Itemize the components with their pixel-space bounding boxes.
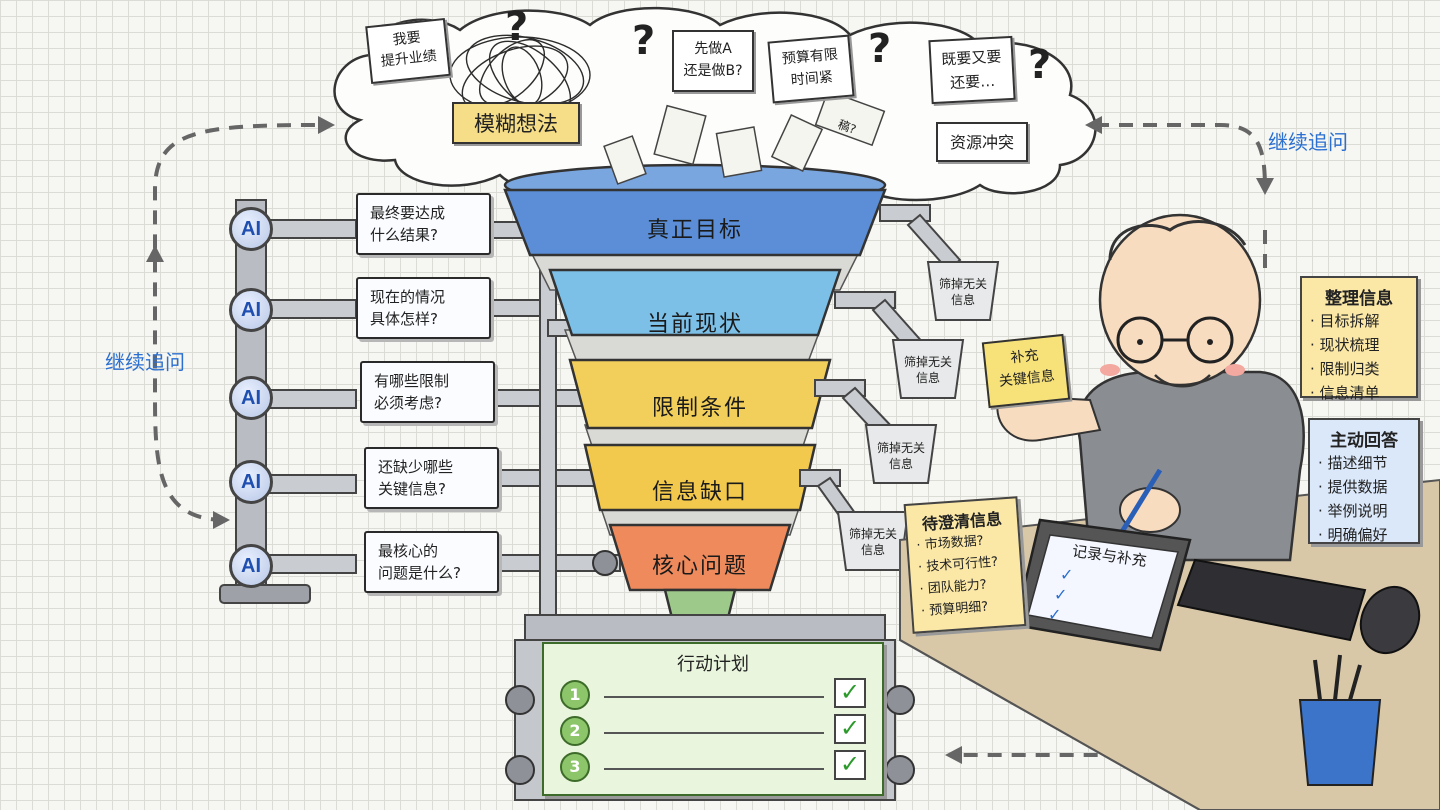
answer-item: · 描述细节	[1318, 454, 1388, 472]
ai-question-status: 现在的情况 具体怎样?	[356, 277, 491, 339]
organize-panel: 整理信息 · 目标拆解 · 现状梳理 · 限制归类 · 信息清单	[1300, 276, 1418, 402]
cloud-title: 模糊想法	[452, 102, 580, 144]
plan-number: 3	[560, 752, 590, 782]
organize-item: · 信息清单	[1310, 384, 1380, 402]
cloud-note-budget: 预算有限 时间紧	[767, 34, 855, 104]
answer-item: · 举例说明	[1318, 502, 1388, 520]
action-plan-item: 2 ✓	[560, 714, 866, 748]
loop-label-right: 继续追问	[1268, 130, 1348, 154]
pending-panel: 待澄清信息 · 市场数据? · 技术可行性? · 团队能力? · 预算明细?	[903, 496, 1027, 634]
plan-number: 2	[560, 716, 590, 746]
question-mark-icon: ?	[505, 4, 529, 50]
pen-cup	[1298, 654, 1382, 786]
plan-number: 1	[560, 680, 590, 710]
loop-arrowheads	[146, 116, 1274, 764]
question-mark-icon: ?	[1028, 42, 1052, 88]
bucket-label: 筛掉无关 信息	[903, 355, 952, 385]
ai-badge: AI	[229, 544, 273, 588]
mouse	[1359, 585, 1421, 655]
ai-badge: AI	[229, 460, 273, 504]
funnel-layer-status: 当前现状	[646, 312, 743, 337]
cloud-note-both: 既要又要 还要…	[928, 35, 1016, 105]
answer-item: · 提供数据	[1318, 478, 1388, 496]
ai-badge: AI	[229, 376, 273, 420]
organize-item: · 现状梳理	[1310, 336, 1380, 354]
cloud-note-conflict: 资源冲突	[936, 122, 1028, 162]
person	[996, 213, 1305, 562]
ai-badge: AI	[229, 288, 273, 332]
answer-item: · 明确偏好	[1318, 526, 1388, 544]
tablet	[1013, 518, 1192, 652]
check-icon: ✓	[834, 750, 866, 780]
check-icon: ✓	[1060, 565, 1074, 584]
funnel-layer-constraints: 限制条件	[651, 396, 748, 421]
question-mark-icon: ?	[868, 26, 892, 72]
cloud-note-a-or-b: 先做A 还是做B?	[672, 30, 754, 92]
check-icon: ✓	[834, 714, 866, 744]
action-plan-item: 3 ✓	[560, 750, 866, 784]
ai-badge: AI	[229, 207, 273, 251]
bucket-label: 筛掉无关 信息	[938, 277, 987, 307]
action-plan-card: 行动计划 1 ✓ 2 ✓ 3 ✓	[542, 642, 884, 796]
bucket-label: 筛掉无关 信息	[848, 527, 897, 557]
funnel	[503, 89, 887, 632]
plan-line	[604, 696, 824, 698]
check-icon: ✓	[1054, 585, 1068, 604]
discard-buckets	[836, 261, 1000, 571]
funnel-layer-goal: 真正目标	[646, 218, 743, 243]
ai-question-constraints: 有哪些限制 必须考虑?	[360, 361, 495, 423]
organize-item: · 目标拆解	[1310, 312, 1380, 330]
cloud-note-improve: 我要 提升业绩	[365, 17, 451, 85]
action-plan-item: 1 ✓	[560, 678, 866, 712]
check-icon: ✓	[1048, 605, 1062, 624]
answer-panel-title: 主动回答	[1330, 431, 1398, 451]
keyboard	[1176, 558, 1367, 642]
funnel-layer-core: 核心问题	[651, 554, 748, 579]
action-plan-title: 行动计划	[677, 654, 749, 675]
organize-panel-title: 整理信息	[1325, 289, 1393, 309]
ai-question-missing-info: 还缺少哪些 关键信息?	[364, 447, 499, 509]
bucket-label: 筛掉无关 信息	[876, 441, 925, 471]
answer-panel: 主动回答 · 描述细节 · 提供数据 · 举例说明 · 明确偏好	[1308, 418, 1420, 544]
ai-question-core-problem: 最核心的 问题是什么?	[364, 531, 499, 593]
question-mark-icon: ?	[632, 18, 656, 64]
plan-line	[604, 768, 824, 770]
funnel-layer-gap: 信息缺口	[651, 480, 748, 505]
plan-line	[604, 732, 824, 734]
sticky-note-supplement: 补充 关键信息	[981, 333, 1071, 409]
check-icon: ✓	[834, 678, 866, 708]
loop-label-left: 继续追问	[105, 350, 185, 374]
organize-item: · 限制归类	[1310, 360, 1380, 378]
ai-question-goal: 最终要达成 什么结果?	[356, 193, 491, 255]
